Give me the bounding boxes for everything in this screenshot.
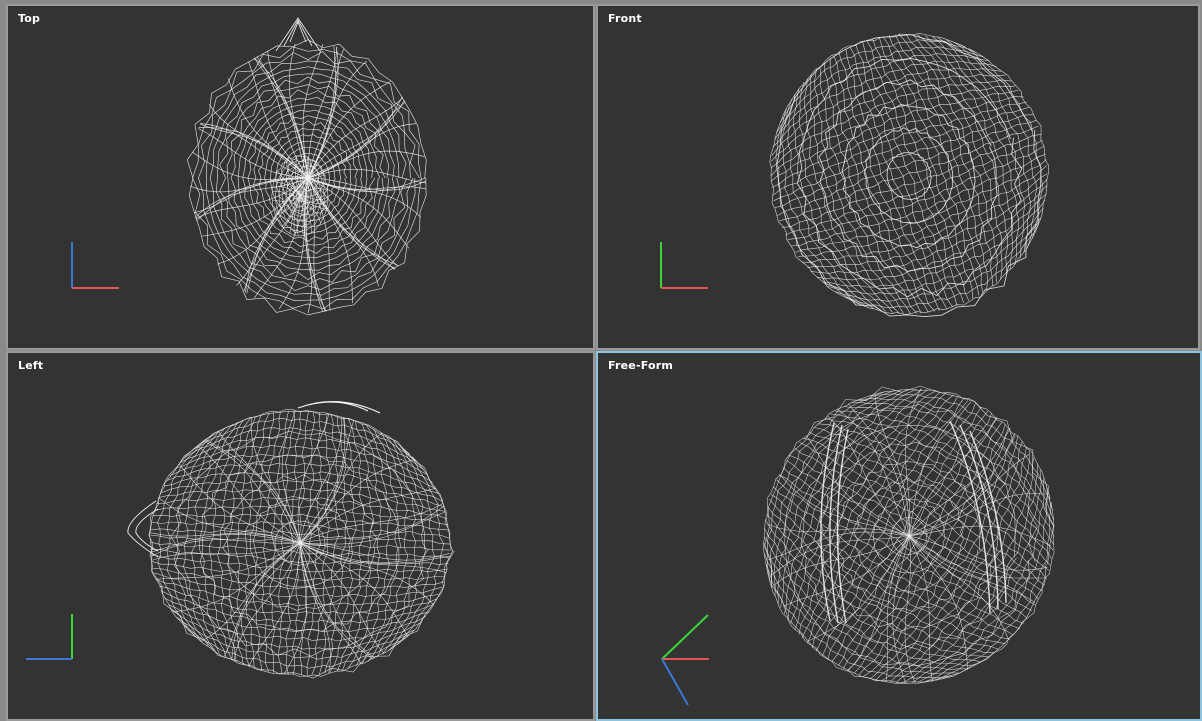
viewport-front[interactable]: Front bbox=[596, 4, 1200, 350]
wireframe-mesh-top bbox=[71, 17, 427, 316]
viewport-label-free-form: Free-Form bbox=[608, 359, 674, 372]
axis-gizmo-front bbox=[660, 242, 708, 289]
mesh-free-form bbox=[763, 385, 1055, 684]
viewport-left[interactable]: Left bbox=[6, 351, 595, 721]
axis-gizmo-free-form bbox=[661, 614, 709, 706]
wireframe-mesh-front bbox=[660, 32, 1050, 318]
axis-gizmo-left bbox=[26, 614, 73, 660]
viewport-top[interactable]: Top bbox=[6, 4, 595, 350]
viewport-label-front: Front bbox=[608, 12, 642, 25]
viewport-label-left: Left bbox=[18, 359, 44, 372]
mesh-left bbox=[127, 401, 455, 679]
axis-y-line bbox=[661, 614, 709, 660]
viewport-label-top: Top bbox=[18, 12, 41, 25]
viewport-free-form[interactable]: Free-Form bbox=[596, 351, 1202, 721]
wireframe-mesh-left bbox=[26, 401, 455, 679]
mesh-front bbox=[769, 32, 1050, 318]
wireframe-mesh-free-form bbox=[661, 385, 1055, 706]
mesh-top bbox=[186, 17, 427, 316]
axis-z-line bbox=[661, 658, 689, 706]
axis-gizmo-top bbox=[71, 242, 119, 289]
